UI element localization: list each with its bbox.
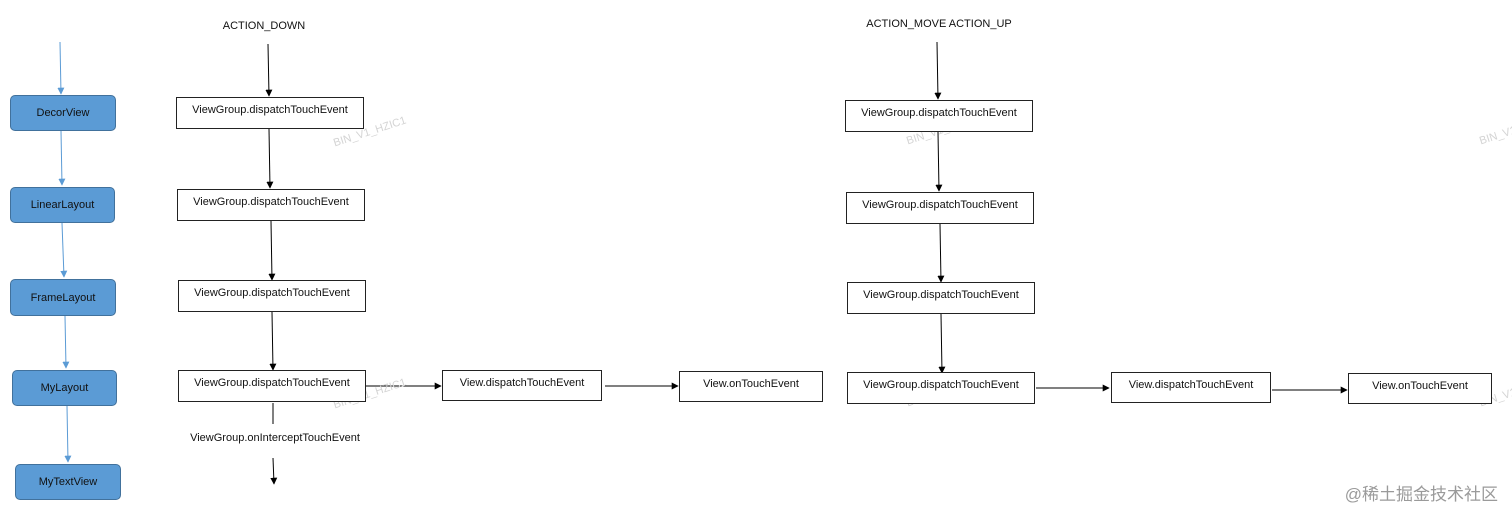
hierarchy-arrow-decor-linear: [58, 130, 66, 186]
move-arrow-3-4: [938, 313, 946, 374]
down-arrow-3-4: [269, 311, 277, 371]
down-dispatch-node-2: ViewGroup.dispatchTouchEvent: [177, 189, 365, 221]
down-view-ontouch-node: View.onTouchEvent: [679, 371, 823, 402]
header-action-move-up: ACTION_MOVE ACTION_UP: [866, 18, 1012, 30]
hierarchy-mytextview: MyTextView: [15, 464, 121, 500]
hierarchy-linearlayout: LinearLayout: [10, 187, 115, 223]
move-view-dispatch-node: View.dispatchTouchEvent: [1111, 372, 1271, 403]
hierarchy-arrow-linear-frame: [60, 222, 68, 278]
hierarchy-arrow-frame-mylayout: [62, 315, 70, 369]
move-dispatch-node-2: ViewGroup.dispatchTouchEvent: [846, 192, 1034, 224]
source-credit: @稀土掘金技术社区: [1344, 485, 1498, 504]
down-view-dispatch-node: View.dispatchTouchEvent: [442, 370, 602, 401]
move-dispatch-node-4: ViewGroup.dispatchTouchEvent: [847, 372, 1035, 404]
move-arrow-1-2: [935, 131, 943, 192]
move-view-ontouch-node: View.onTouchEvent: [1348, 373, 1492, 404]
move-arrow-header: [934, 41, 942, 100]
down-dispatch-node-1: ViewGroup.dispatchTouchEvent: [176, 97, 364, 129]
down-arrow-2-3: [268, 220, 276, 281]
down-arrow-header: [265, 43, 273, 97]
hierarchy-mylayout: MyLayout: [12, 370, 117, 406]
hierarchy-arrow-mylayout-textview: [64, 405, 72, 463]
move-dispatch-node-3: ViewGroup.dispatchTouchEvent: [847, 282, 1035, 314]
down-intercept-arrow: [270, 457, 278, 485]
hierarchy-arrow-entry: [57, 41, 65, 95]
down-arrow-1-2: [266, 128, 274, 189]
hierarchy-decorview: DecorView: [10, 95, 116, 131]
hierarchy-framelayout: FrameLayout: [10, 279, 116, 316]
down-dispatch-node-4: ViewGroup.dispatchTouchEvent: [178, 370, 366, 402]
down-dispatch-node-3: ViewGroup.dispatchTouchEvent: [178, 280, 366, 312]
move-dispatch-node-1: ViewGroup.dispatchTouchEvent: [845, 100, 1033, 132]
down-intercept-label: ViewGroup.onInterceptTouchEvent: [190, 432, 360, 444]
move-arrow-2-3: [937, 223, 945, 283]
header-action-down: ACTION_DOWN: [222, 20, 306, 32]
